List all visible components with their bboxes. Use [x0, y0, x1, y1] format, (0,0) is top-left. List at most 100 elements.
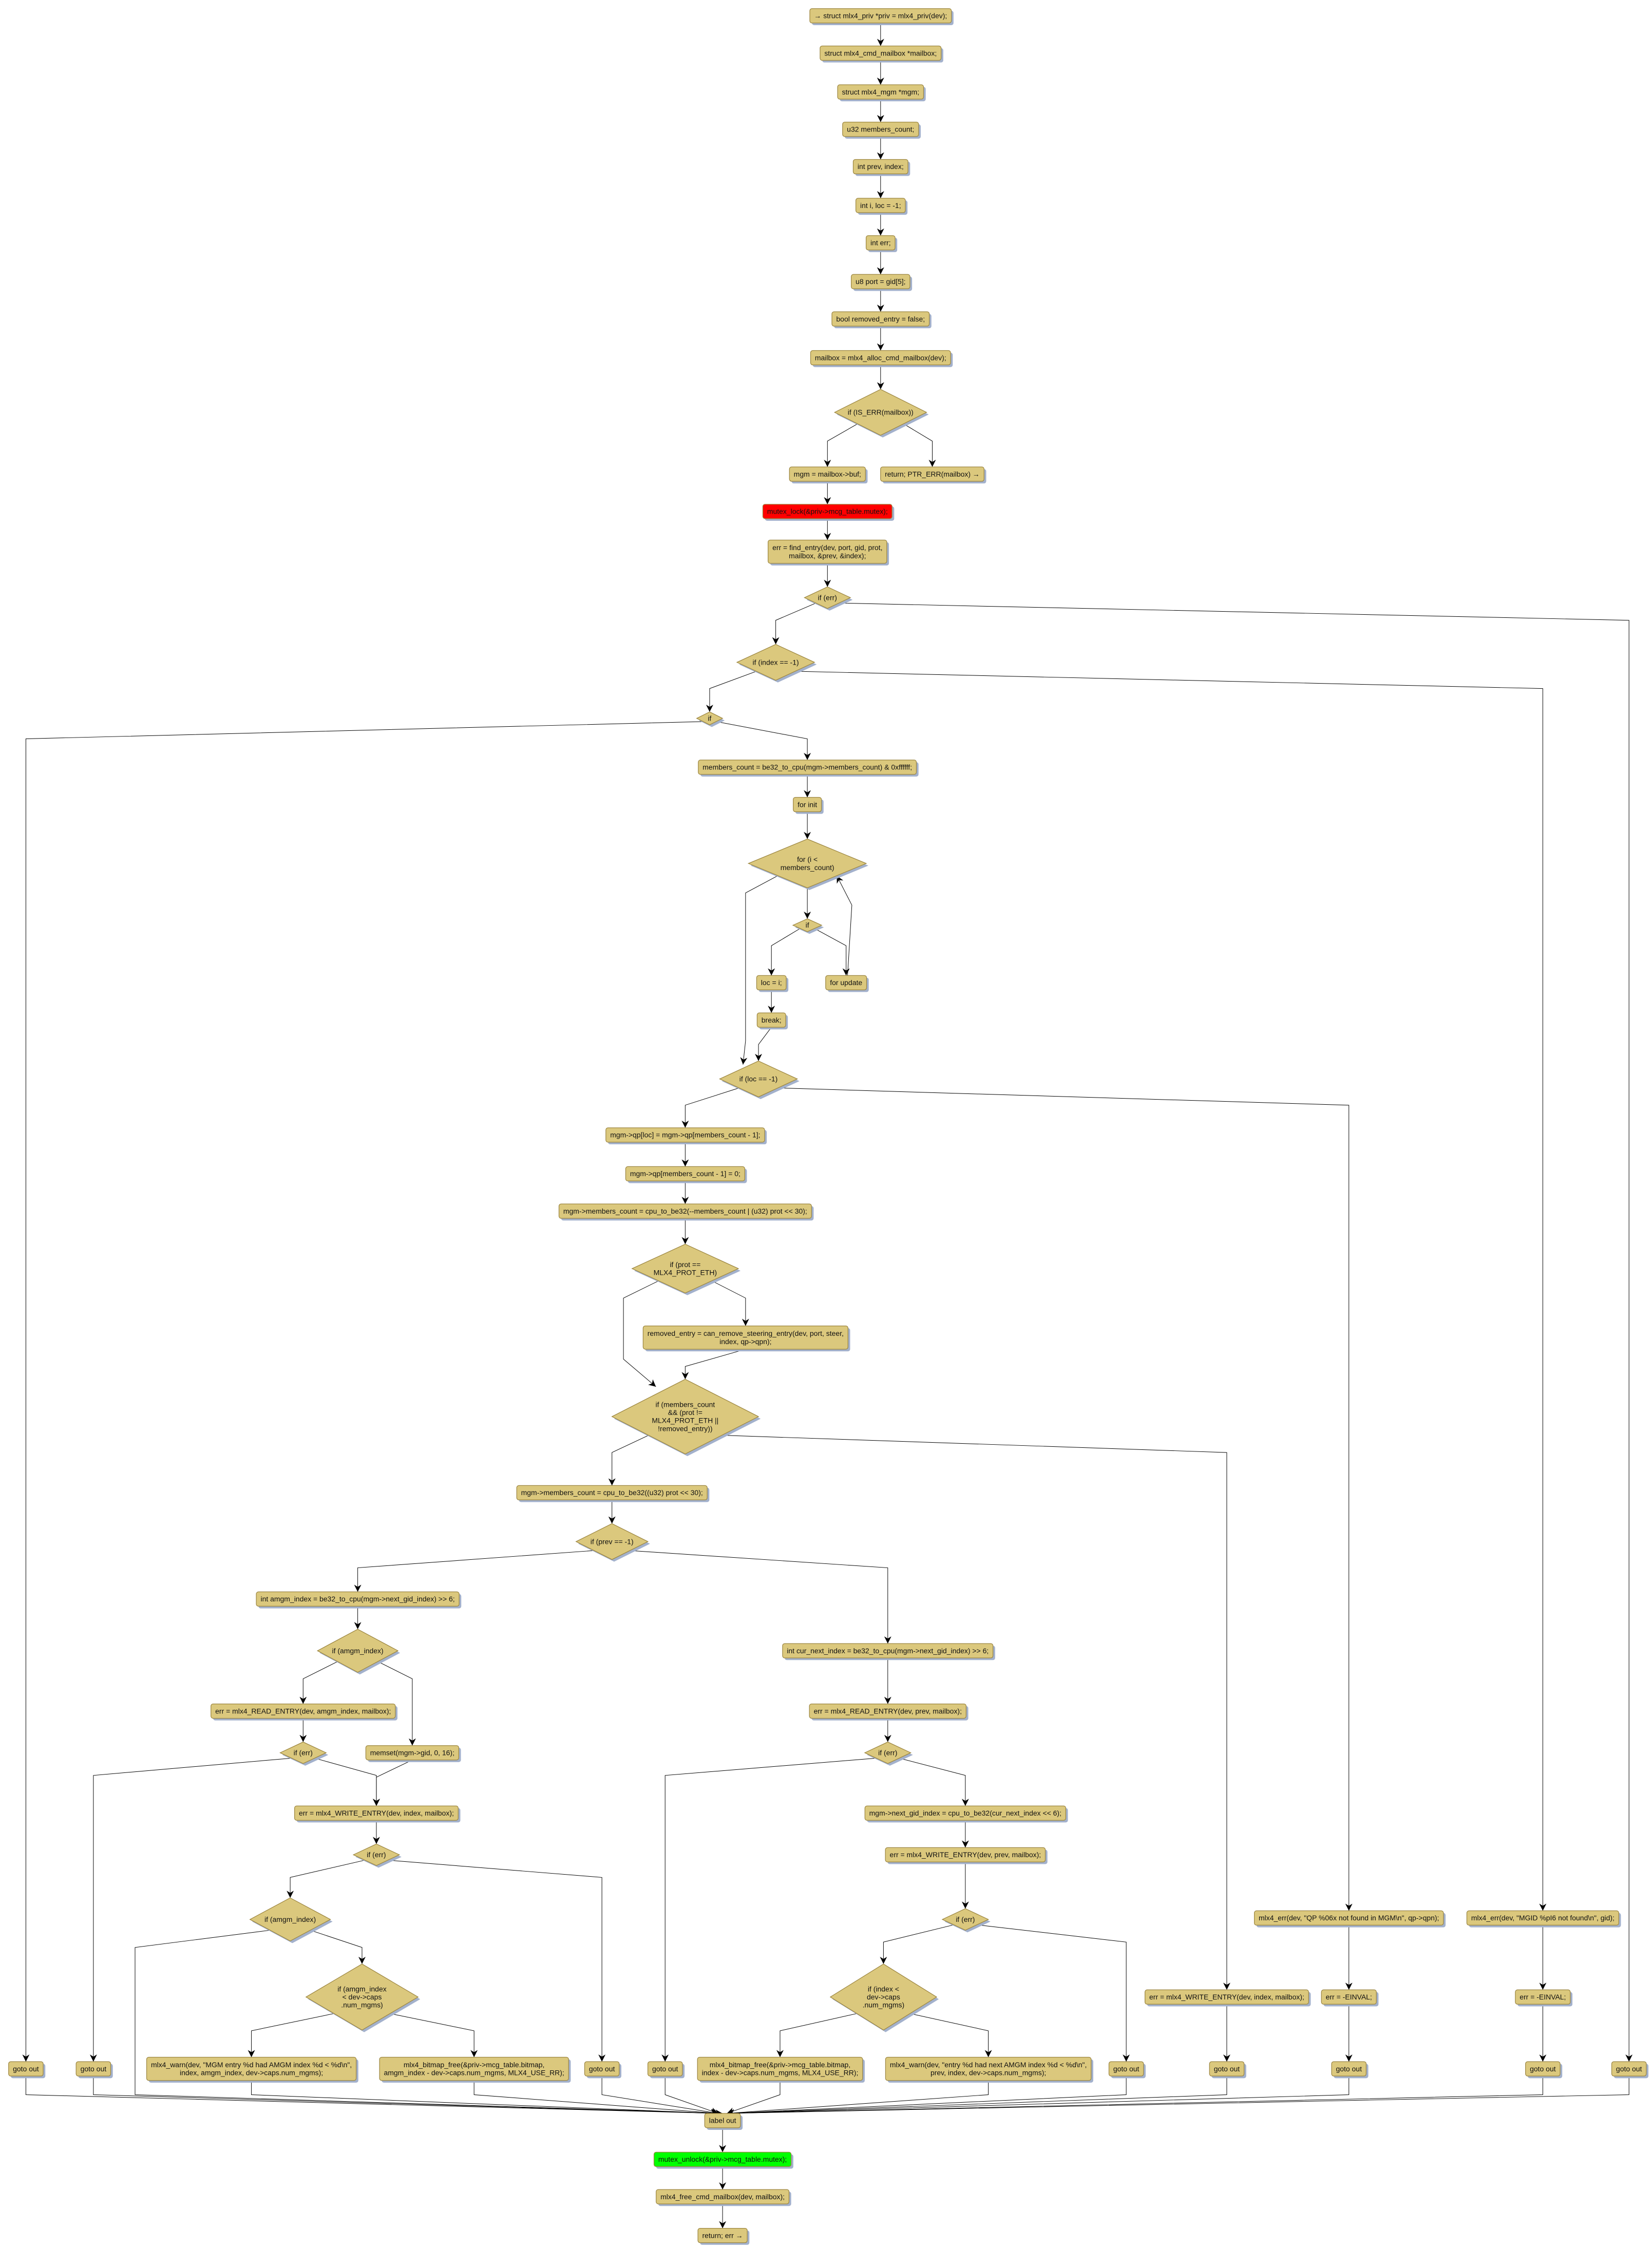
- node-label: mgm = mailbox->buf;: [794, 470, 861, 478]
- statement-box: [704, 2113, 741, 2128]
- statement-node: int i, loc = -1;: [855, 198, 908, 215]
- statement-node: for init: [793, 797, 824, 814]
- decision-node: if (err): [804, 587, 853, 611]
- decision-shape: [305, 1963, 419, 2031]
- node-label: if (err): [818, 593, 837, 601]
- node-label: return; PTR_ERR(mailbox) →: [885, 470, 980, 478]
- decision-node: if (err): [352, 1843, 402, 1868]
- flow-edge-d17-g4: [977, 1924, 1130, 2062]
- statement-node: goto out: [8, 2061, 46, 2079]
- node-label: members_count = be32_to_cpu(mgm->members…: [702, 763, 912, 771]
- statement-node: goto out: [647, 2061, 685, 2079]
- node-label: int amgm_index = be32_to_cpu(mgm->next_g…: [260, 1595, 454, 1603]
- statement-node: mlx4_bitmap_free(&priv->mcg_table.bitmap…: [379, 2056, 571, 2083]
- statement-node: mlx4_warn(dev, "MGM entry %d had AMGM in…: [146, 2056, 358, 2083]
- flow-edge-d5-d7: [740, 875, 778, 1065]
- statement-node: mlx4_free_cmd_mailbox(dev, mailbox);: [656, 2189, 791, 2206]
- node-label: if (members_count: [656, 1400, 715, 1408]
- node-label: goto out: [1530, 2065, 1556, 2073]
- statement-box: [379, 2056, 569, 2081]
- statement-node: err = find_entry(dev, port, gid, prot,ma…: [768, 539, 889, 566]
- node-label: index, amgm_index, dev->caps.num_mgms);: [180, 2069, 323, 2077]
- node-label: err = mlx4_READ_ENTRY(dev, prev, mailbox…: [814, 1707, 962, 1715]
- flow-edge-d11-n26: [299, 1661, 338, 1704]
- statement-node: err = mlx4_WRITE_ENTRY(dev, prev, mailbo…: [885, 1847, 1048, 1864]
- flow-edge-g5-n43: [727, 2076, 1227, 2117]
- statement-node: mutex_unlock(&priv->mcg_table.mutex);: [653, 2151, 793, 2169]
- statement-node: mgm = mailbox->buf;: [789, 466, 868, 484]
- statement-node: int err;: [865, 235, 898, 252]
- flow-edge-d16-g3: [661, 1758, 877, 2062]
- node-label: if (prot ==: [670, 1260, 700, 1269]
- flow-edge-d17-d18: [880, 1924, 954, 1964]
- decision-shape: [575, 1523, 649, 1560]
- statement-node: goto out: [1611, 2061, 1649, 2079]
- node-label: mlx4_err(dev, "MGID %pI6 not found\n", g…: [1471, 1914, 1615, 1922]
- flow-edge-g4-n43: [727, 2076, 1127, 2117]
- statement-node: members_count = be32_to_cpu(mgm->members…: [698, 760, 919, 777]
- flow-edge-d6-n17: [768, 928, 801, 976]
- statement-box: [855, 198, 906, 213]
- node-label: mutex_unlock(&priv->mcg_table.mutex);: [658, 2155, 787, 2163]
- node-label: !removed_entry)): [658, 1424, 712, 1432]
- node-label: mgm->qp[members_count - 1] = 0;: [630, 1169, 740, 1178]
- node-label: goto out: [81, 2065, 107, 2073]
- flow-edge-d15-n30: [390, 2013, 478, 2057]
- node-label: goto out: [652, 2065, 678, 2073]
- node-label: mailbox = mlx4_alloc_cmd_mailbox(dev);: [815, 353, 946, 362]
- decision-shape: [736, 644, 815, 681]
- statement-box: [211, 1703, 396, 1719]
- node-label: members_count): [781, 863, 834, 872]
- node-label: err = find_entry(dev, port, gid, prot,: [772, 543, 882, 552]
- statement-box: [605, 1127, 765, 1143]
- decision-shape: [279, 1742, 327, 1764]
- statement-node: err = mlx4_READ_ENTRY(dev, prev, mailbox…: [809, 1703, 969, 1721]
- statement-box: [825, 975, 867, 990]
- node-label: err = mlx4_READ_ENTRY(dev, amgm_index, m…: [215, 1707, 391, 1715]
- statement-node: mgm->members_count = cpu_to_be32((u32) p…: [516, 1485, 710, 1502]
- decision-shape: [804, 587, 851, 609]
- statement-box: [842, 122, 919, 137]
- statement-node: label out: [704, 2113, 743, 2130]
- node-label: if: [708, 714, 711, 722]
- statement-node: return; PTR_ERR(mailbox) →: [880, 466, 986, 484]
- node-label: .num_mgms): [863, 2001, 905, 2009]
- node-label: err = mlx4_WRITE_ENTRY(dev, index, mailb…: [1149, 1993, 1304, 2001]
- node-label: if (err): [956, 1915, 975, 1923]
- node-label: loc = i;: [761, 978, 782, 987]
- statement-node: goto out: [584, 2061, 621, 2079]
- decision-node: if (amgm_index): [316, 1629, 401, 1675]
- statement-box: [1254, 1910, 1444, 1926]
- node-label: struct mlx4_mgm *mgm;: [842, 88, 920, 96]
- decision-node: if (index <dev->caps.num_mgms): [829, 1963, 939, 2032]
- node-label: mgm->qp[loc] = mgm->qp[members_count - 1…: [610, 1131, 760, 1139]
- node-label: goto out: [589, 2065, 615, 2073]
- statement-box: [256, 1591, 460, 1607]
- statement-node: return; err →: [697, 2228, 750, 2245]
- node-label: int cur_next_index = be32_to_cpu(mgm->ne…: [787, 1647, 989, 1655]
- node-label: amgm_index - dev->caps.num_mgms, MLX4_US…: [384, 2069, 564, 2077]
- flow-edge-d10-n25: [354, 1550, 594, 1592]
- flow-edge-d6-n18: [814, 928, 850, 976]
- node-label: if: [806, 921, 809, 929]
- nodes-layer: → struct mlx4_priv *priv = mlx4_priv(dev…: [8, 8, 1649, 2245]
- node-label: dev->caps: [867, 1993, 900, 2001]
- statement-box: [768, 539, 887, 564]
- flow-edge-d16-n34: [899, 1758, 969, 1806]
- flow-edge-d12-g2: [89, 1758, 292, 2062]
- node-label: if (index == -1): [753, 658, 799, 666]
- statement-node: u32 members_count;: [842, 122, 921, 139]
- statement-node: goto out: [75, 2061, 113, 2079]
- statement-node: for update: [825, 975, 869, 992]
- decision-node: if (index == -1): [736, 644, 817, 683]
- statement-box: [1515, 1989, 1571, 2005]
- statement-node: removed_entry = can_remove_steering_entr…: [642, 1326, 850, 1352]
- node-label: mgm->members_count = cpu_to_be32(--membe…: [563, 1207, 807, 1215]
- statement-node: mgm->next_gid_index = cpu_to_be32(cur_ne…: [864, 1805, 1068, 1823]
- decision-shape: [696, 711, 724, 725]
- statement-box: [1525, 2061, 1561, 2076]
- node-label: mgm->members_count = cpu_to_be32((u32) p…: [521, 1488, 703, 1497]
- statement-box: [516, 1485, 708, 1501]
- statement-node: u8 port = gid[5];: [851, 274, 913, 291]
- statement-box: [647, 2061, 683, 2076]
